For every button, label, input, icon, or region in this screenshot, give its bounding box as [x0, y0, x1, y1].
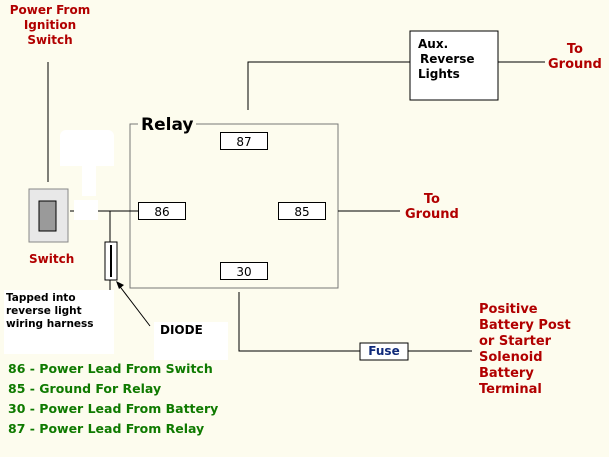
- aux-lights-frame: [409, 30, 499, 101]
- fuse-label: Fuse: [368, 344, 400, 358]
- to-ground-top-label: To Ground: [548, 42, 602, 72]
- diode-pointer-head: [116, 281, 124, 289]
- tapped-box: [4, 290, 114, 354]
- legend-item-30: 30 - Power Lead From Battery: [8, 401, 219, 416]
- pin-85: 85: [278, 202, 326, 220]
- diode-label: DIODE: [160, 323, 203, 337]
- diode-label-box: [154, 322, 228, 360]
- switch-toggle: [38, 200, 57, 232]
- relay-outline: [129, 123, 339, 289]
- pin-30: 30: [220, 262, 268, 280]
- switch-label: Switch: [29, 252, 75, 266]
- aux-lights-label: Aux. Reverse Lights: [418, 37, 475, 81]
- connector-shape-top: [60, 130, 114, 166]
- relay-label: Relay: [138, 115, 197, 135]
- tapped-label: Tapped into reverse light wiring harness: [6, 292, 94, 330]
- pin-87: 87: [220, 132, 268, 150]
- to-ground-mid-label: To Ground: [405, 192, 459, 222]
- diode-pointer: [117, 283, 151, 327]
- fuse-box: [359, 342, 409, 361]
- connector-shape-base: [74, 200, 98, 220]
- battery-label: Positive Battery Post or Starter Solenoi…: [479, 302, 571, 397]
- wire-87-aux: [247, 61, 412, 110]
- legend-item-87: 87 - Power Lead From Relay: [8, 421, 205, 436]
- legend-item-86: 86 - Power Lead From Switch: [8, 361, 213, 376]
- pin-86: 86: [138, 202, 186, 220]
- legend-item-85: 85 - Ground For Relay: [8, 381, 162, 396]
- power-from-ignition-label: Power From Ignition Switch: [9, 3, 91, 47]
- wire-30-fuse: [238, 292, 360, 352]
- connector-shape-stem: [82, 166, 96, 196]
